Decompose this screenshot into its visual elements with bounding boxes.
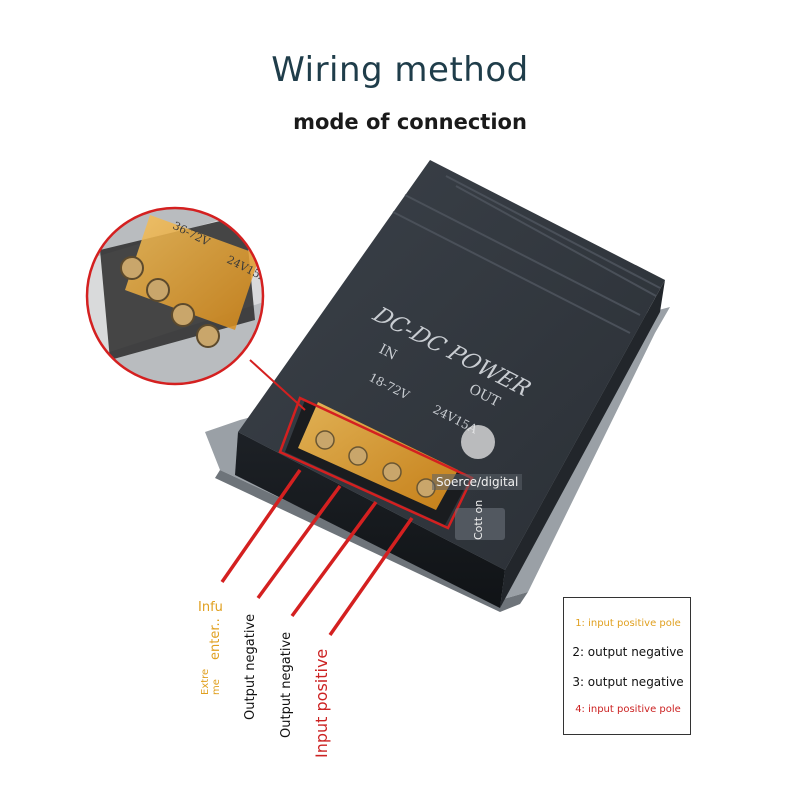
wire-label-extreme: Extre me xyxy=(200,668,222,695)
wire-label-enter: enter.. xyxy=(208,618,223,660)
terminal-screw-3 xyxy=(382,462,402,482)
zoom-pointer-line xyxy=(249,359,306,411)
page-title: Wiring method xyxy=(271,50,529,90)
wire-4 xyxy=(328,516,414,637)
device-side-face xyxy=(235,432,505,608)
terminal-screw-1 xyxy=(315,430,335,450)
legend-item-4: 4: input positive pole xyxy=(575,704,681,715)
wire-label-input-positive: Input positive xyxy=(312,648,331,758)
page-subtitle: mode of connection xyxy=(293,110,527,134)
device-in-label: IN xyxy=(376,341,399,363)
wire-label-output-negative-2: Output negative xyxy=(279,631,294,738)
wire-2 xyxy=(256,484,342,600)
terminal-screw-2 xyxy=(348,446,368,466)
legend-item-2: 2: output negative xyxy=(572,645,684,659)
zoom-circle-border xyxy=(85,206,265,386)
watermark-vertical-text: Cott on xyxy=(472,499,485,540)
wire-3 xyxy=(290,500,378,618)
wire-label-infu: Infu xyxy=(198,600,223,615)
legend-box: 1: input positive pole 2: output negativ… xyxy=(563,597,691,735)
watermark-text: Soerce/digital xyxy=(432,474,523,490)
wire-label-output-negative-1: Output negative xyxy=(243,613,258,720)
watermark-emblem xyxy=(461,425,495,459)
terminal-highlight-frame xyxy=(278,396,474,530)
wire-1 xyxy=(220,468,302,584)
legend-item-3: 3: output negative xyxy=(572,675,684,689)
legend-item-1: 1: input positive pole xyxy=(575,618,681,629)
zoom-inset: 36-72V 24V15A xyxy=(87,208,263,384)
terminal-block xyxy=(278,396,474,530)
